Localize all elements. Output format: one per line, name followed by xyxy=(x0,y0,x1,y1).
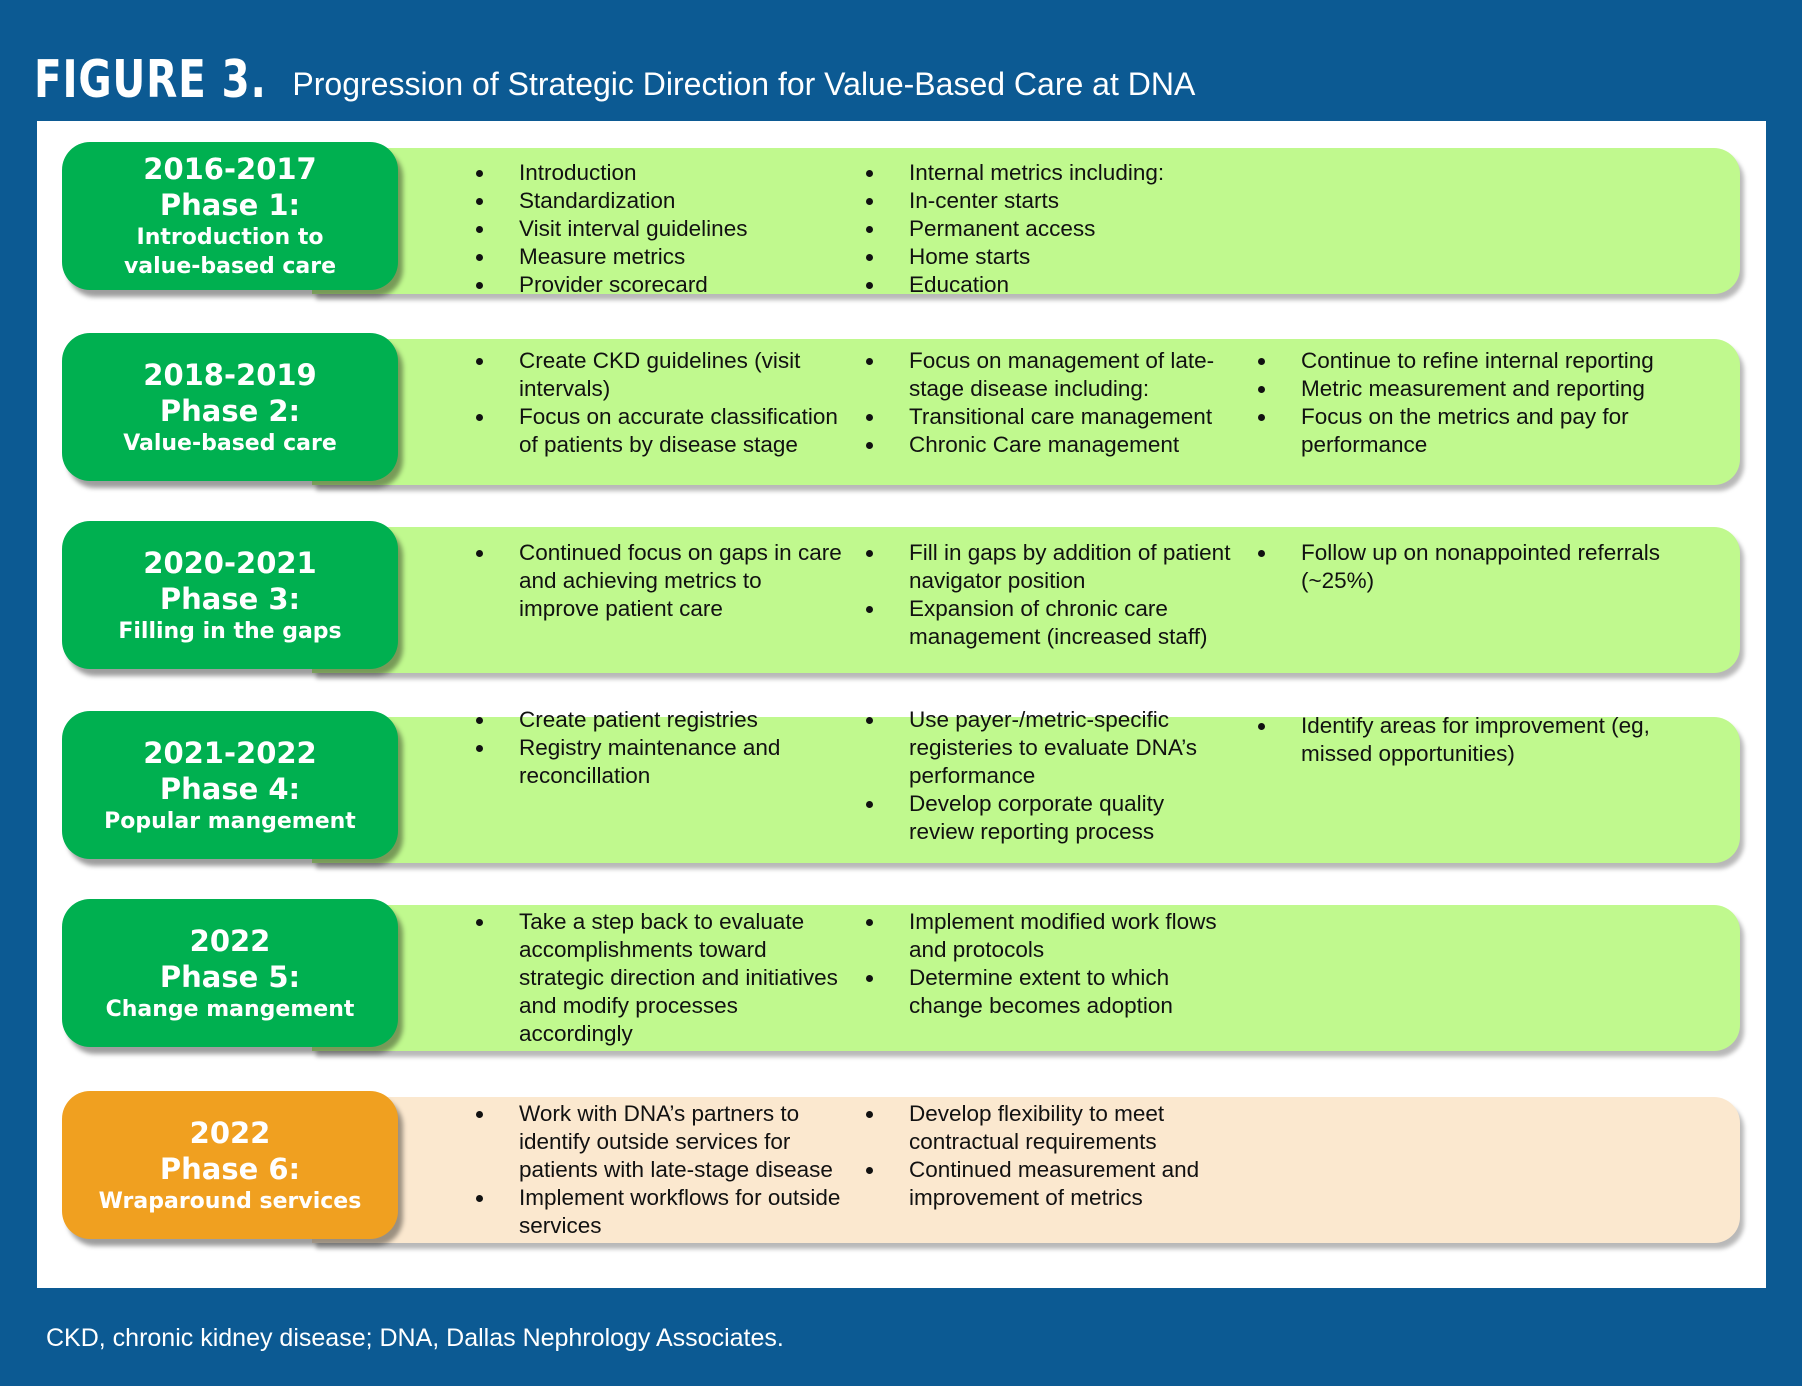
bullet-column-3: Continue to refine internal reporting Me… xyxy=(1257,347,1677,459)
bullet-column-1: Create CKD guidelines (visit intervals) … xyxy=(475,347,845,459)
bullet-item: Determine extent to which change becomes… xyxy=(865,964,1235,1020)
bullet-item: Develop corporate quality review reporti… xyxy=(865,790,1235,846)
bullet-item: Work with DNA’s partners to identify out… xyxy=(475,1100,845,1184)
phase-description: Value-based care xyxy=(123,429,337,458)
phase-description-line: Filling in the gaps xyxy=(118,618,342,644)
footnote: CKD, chronic kidney disease; DNA, Dallas… xyxy=(46,1324,784,1352)
phase-years: 2022 xyxy=(189,923,271,958)
phase-4-row: 2021-2022 Phase 4: Popular mangement Cre… xyxy=(62,707,1740,863)
phase-description-line: Introduction to xyxy=(136,225,324,250)
bullet-column-1: Take a step back to evaluate accomplishm… xyxy=(475,908,845,1048)
bullet-item: Provider scorecard xyxy=(475,271,845,299)
bullet-item: Registry maintenance and reconcillation xyxy=(475,734,845,790)
bullet-item: Chronic Care management xyxy=(865,431,1235,459)
bullet-item: Introduction xyxy=(475,159,845,187)
bullet-item: Take a step back to evaluate accomplishm… xyxy=(475,908,845,1048)
bullet-column-1: Create patient registries Registry maint… xyxy=(475,706,845,790)
bullet-column-3: Follow up on nonappointed referrals (~25… xyxy=(1257,539,1677,595)
bullet-column-2: Implement modified work flows and protoc… xyxy=(865,908,1235,1020)
phase-years: 2022 xyxy=(189,1115,271,1150)
bullet-item: Transitional care management xyxy=(865,403,1235,431)
bullet-column-1: Continued focus on gaps in care and achi… xyxy=(475,539,845,623)
bullet-item: Implement workflows for outside services xyxy=(475,1184,845,1240)
phase-description-line: value-based care xyxy=(123,254,337,279)
phase-description: Wraparound services xyxy=(99,1187,362,1216)
phase-content-box xyxy=(312,148,1740,294)
phase-number: Phase 1: xyxy=(159,188,301,222)
bullet-item: Continued focus on gaps in care and achi… xyxy=(475,539,845,623)
phase-content-box xyxy=(312,717,1740,863)
phase-badge: 2022 Phase 5: Change mangement xyxy=(62,899,398,1047)
phase-5-row: 2022 Phase 5: Change mangement Take a st… xyxy=(62,899,1740,1051)
phase-1-row: 2016-2017 Phase 1: Introduction to value… xyxy=(62,142,1740,297)
bullet-column-2: Develop flexibility to meet contractual … xyxy=(865,1100,1235,1212)
phase-content-box xyxy=(312,905,1740,1051)
phase-description: Filling in the gaps xyxy=(118,617,341,646)
bullet-item: In-center starts xyxy=(865,187,1235,215)
phase-content-box xyxy=(312,1097,1740,1243)
bullet-item: Home starts xyxy=(865,243,1235,271)
bullet-item: Education xyxy=(865,271,1235,299)
bullet-item: Standardization xyxy=(475,187,845,215)
phase-badge: 2016-2017 Phase 1: Introduction to value… xyxy=(62,142,398,290)
phase-badge: 2022 Phase 6: Wraparound services xyxy=(62,1091,398,1239)
bullet-item: Focus on management of late-stage diseas… xyxy=(865,347,1235,403)
diagram-panel: 2016-2017 Phase 1: Introduction to value… xyxy=(37,121,1766,1288)
bullet-item: Follow up on nonappointed referrals (~25… xyxy=(1257,539,1677,595)
phase-2-row: 2018-2019 Phase 2: Value-based care Crea… xyxy=(62,333,1740,485)
phase-badge: 2018-2019 Phase 2: Value-based care xyxy=(62,333,398,481)
phase-badge: 2021-2022 Phase 4: Popular mangement xyxy=(62,711,398,859)
bullet-column-1: Work with DNA’s partners to identify out… xyxy=(475,1100,845,1240)
phase-number: Phase 6: xyxy=(159,1151,301,1186)
bullet-item: Create CKD guidelines (visit intervals) xyxy=(475,347,845,403)
phase-content-box xyxy=(312,527,1740,673)
bullet-column-2: Fill in gaps by addition of patient navi… xyxy=(865,539,1235,651)
phase-badge: 2020-2021 Phase 3: Filling in the gaps xyxy=(62,521,398,669)
phase-number: Phase 3: xyxy=(159,581,301,616)
bullet-item: Visit interval guidelines xyxy=(475,215,845,243)
phase-6-row: 2022 Phase 6: Wraparound services Work w… xyxy=(62,1091,1740,1243)
bullet-item: Implement modified work flows and protoc… xyxy=(865,908,1235,964)
phase-description: Popular mangement xyxy=(104,807,356,836)
bullet-item: Create patient registries xyxy=(475,706,845,734)
phase-number: Phase 4: xyxy=(159,771,301,806)
figure-header: FIGURE 3. Progression of Strategic Direc… xyxy=(34,36,1195,106)
bullet-item: Identify areas for improvement (eg, miss… xyxy=(1257,712,1677,768)
bullet-column-1: Introduction Standardization Visit inter… xyxy=(475,159,845,299)
phase-description-line: Wraparound services xyxy=(98,1188,362,1214)
bullet-item: Measure metrics xyxy=(475,243,845,271)
figure-title: Progression of Strategic Direction for V… xyxy=(292,66,1196,102)
phase-description-line: Value-based care xyxy=(123,430,337,456)
bullet-item: Continued measurement and improvement of… xyxy=(865,1156,1235,1212)
bullet-item: Develop flexibility to meet contractual … xyxy=(865,1100,1235,1156)
bullet-column-3: Identify areas for improvement (eg, miss… xyxy=(1257,712,1677,768)
phase-3-row: 2020-2021 Phase 3: Filling in the gaps C… xyxy=(62,521,1740,673)
phase-description: Introduction to value-based care xyxy=(124,223,336,281)
figure-label: FIGURE 3. xyxy=(34,50,267,110)
bullet-item: Internal metrics including: xyxy=(865,159,1235,187)
phase-number: Phase 2: xyxy=(159,393,301,428)
phase-years: 2021-2022 xyxy=(143,735,317,770)
phase-description: Change mangement xyxy=(106,995,355,1024)
bullet-item: Fill in gaps by addition of patient navi… xyxy=(865,539,1235,595)
bullet-column-2: Use payer-/metric-specific registeries t… xyxy=(865,706,1235,846)
bullet-item: Continue to refine internal reporting xyxy=(1257,347,1677,375)
bullet-item: Focus on the metrics and pay for perform… xyxy=(1257,403,1677,459)
bullet-item: Use payer-/metric-specific registeries t… xyxy=(865,706,1235,790)
phase-years: 2018-2019 xyxy=(143,357,317,392)
bullet-item: Permanent access xyxy=(865,215,1235,243)
bullet-column-2: Focus on management of late-stage diseas… xyxy=(865,347,1235,459)
phase-years: 2020-2021 xyxy=(143,545,317,580)
bullet-item: Focus on accurate classification of pati… xyxy=(475,403,845,459)
phase-description-line: Change mangement xyxy=(105,996,355,1022)
phase-number: Phase 5: xyxy=(159,959,301,994)
bullet-column-2: Internal metrics including: In-center st… xyxy=(865,159,1235,299)
phase-years: 2016-2017 xyxy=(143,152,317,186)
bullet-item: Metric measurement and reporting xyxy=(1257,375,1677,403)
bullet-item: Expansion of chronic care management (in… xyxy=(865,595,1235,651)
phase-content-box xyxy=(312,339,1740,485)
phase-description-line: Popular mangement xyxy=(104,808,356,834)
